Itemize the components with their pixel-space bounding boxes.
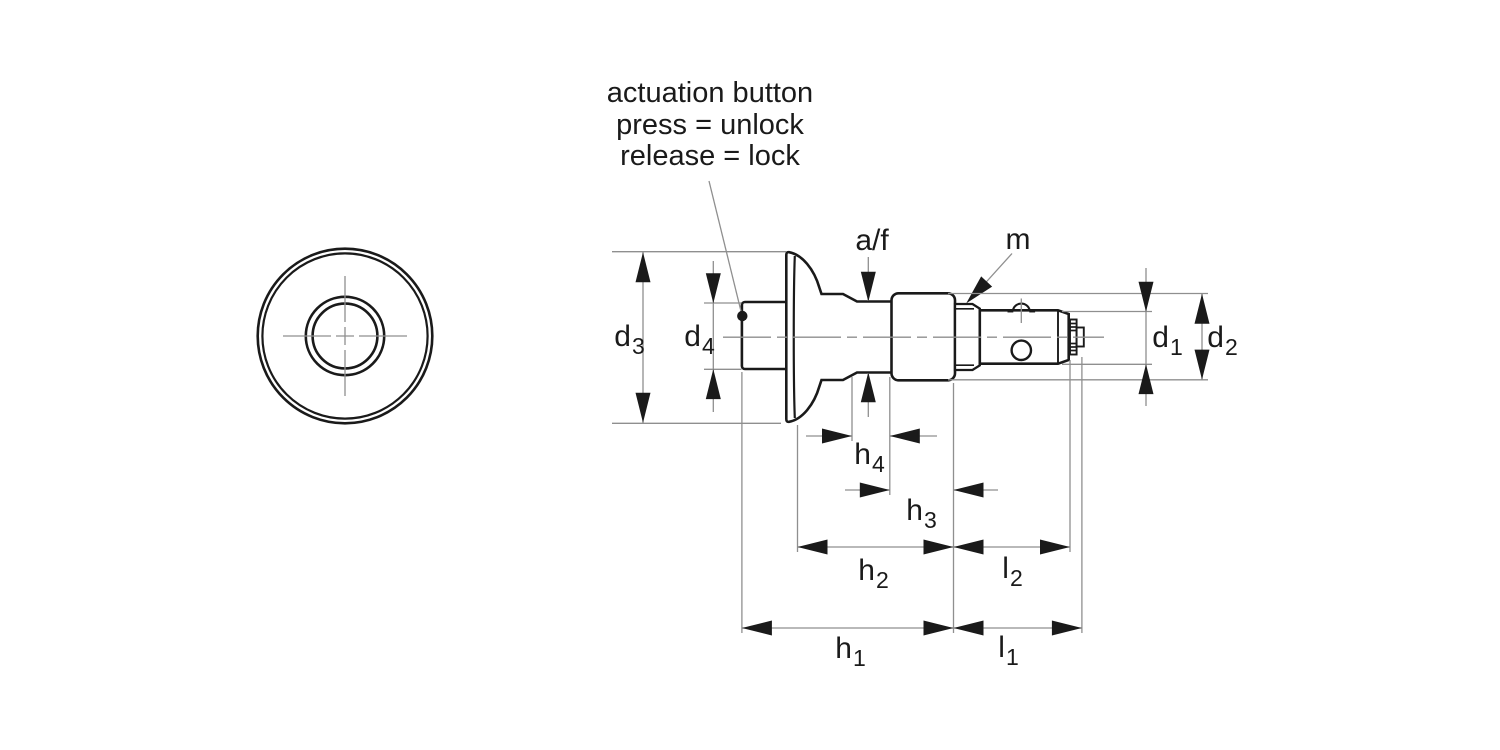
dim-label-d2: d2	[1207, 321, 1238, 360]
d4-arrow-top	[705, 273, 721, 304]
annotation-line-2: press = unlock	[616, 108, 804, 141]
grip-outer-circle	[256, 247, 434, 425]
locking-ball	[1010, 339, 1033, 362]
d3-arrow-bottom	[635, 392, 651, 423]
h3-arrow-right	[953, 482, 984, 498]
d3-arrow-top	[635, 252, 651, 283]
d1-arrow-bottom	[1138, 364, 1154, 395]
annotation-leader-dot	[737, 310, 748, 322]
dim-label-af: a/f	[855, 224, 889, 257]
d4-arrow-bottom	[705, 369, 721, 400]
dim-label-l1: l1	[998, 631, 1019, 670]
d1-arrow-top	[1138, 281, 1154, 312]
leaders	[708, 180, 1013, 322]
dim-label-d3: d3	[614, 320, 645, 359]
l2-arrow-left	[953, 539, 984, 555]
l2-arrow-right	[1040, 539, 1070, 555]
annotation-leader-line	[708, 180, 743, 315]
dim-label-h2: h2	[858, 554, 889, 593]
dim-label-h4: h4	[854, 438, 885, 477]
l1-arrow-left	[953, 620, 984, 636]
actuation-annotation: actuation button press = unlock release …	[606, 77, 814, 173]
actuation-button	[740, 300, 792, 371]
front-view	[256, 247, 434, 425]
d2-arrow-bottom	[1194, 349, 1210, 380]
af-arrow-bottom	[860, 372, 876, 403]
annotation-line-3: release = lock	[620, 140, 800, 172]
annotation-line-1: actuation button	[606, 77, 814, 109]
h3-arrow-left	[859, 482, 890, 498]
side-view	[723, 250, 1104, 424]
h1-arrow-left	[741, 620, 772, 636]
af-arrow-top	[860, 271, 876, 302]
d2-arrow-top	[1194, 293, 1210, 324]
grip-outer-inner-edge	[261, 252, 429, 420]
h2-arrow-right	[923, 539, 954, 555]
h1-arrow-right	[923, 620, 954, 636]
h4-arrow-right	[889, 428, 920, 444]
ball-detent	[1007, 298, 1036, 323]
dim-label-h1: h1	[835, 632, 866, 671]
dim-label-l2: l2	[1002, 552, 1023, 591]
h2-arrow-left	[797, 539, 828, 555]
l1-arrow-right	[1051, 620, 1082, 636]
dim-label-h3: h3	[906, 494, 937, 533]
dim-label-d1: d1	[1152, 321, 1183, 360]
h4-arrow-left	[822, 428, 852, 444]
dim-label-m: m	[1005, 223, 1031, 256]
dim-label-d4: d4	[684, 320, 715, 359]
